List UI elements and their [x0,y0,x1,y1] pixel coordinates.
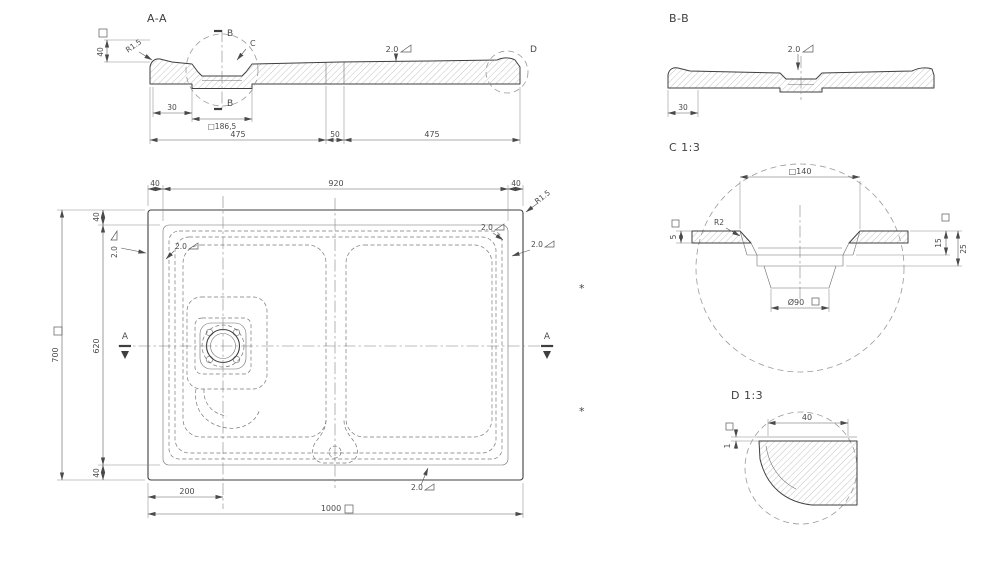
dim-drain-diameter: Ø90 [788,297,804,307]
detail-c-boundary-circle [695,163,905,373]
section-bb-title: B-B [669,12,689,25]
dim-left-span: 475 [230,130,245,139]
sump-lower-contour [203,388,228,417]
slope-annotation: 2.0 [481,223,493,232]
dim-right-span: 475 [424,130,439,139]
dim-corner-radius: R2 [714,218,724,227]
dim-recess-depth: 15 [934,238,943,248]
section-b-cut-line: B B [214,29,233,111]
detail-c-view: C 1:3 □140 R2 [669,141,968,373]
detail-d-dimensions: 40 1 [723,413,849,449]
slope-annotation: 2.0 [110,246,119,258]
dim-overall-width: 1000 [321,504,341,513]
detail-c-leader [236,48,247,61]
dim-shell-thickness: 1 [723,443,732,448]
slope-symbol-icon [187,242,199,250]
plan-view: A A 40 920 40 R1.5 [51,179,585,518]
dim-recess-width: □140 [789,167,812,176]
section-aa-title: A-A [147,12,167,25]
dim-top-rim-right: 40 [511,179,521,188]
tray-inner-rim-edge [162,224,509,466]
left-drainage-field [182,244,327,438]
sump-contour [186,296,268,390]
corner-radius-line [765,445,797,490]
slope-annotation: 2.0 [386,45,399,54]
section-bb-dimensions: 2.0 30 [667,44,814,117]
sump-lower-contour [195,388,261,429]
slope-symbol-icon [110,229,118,241]
center-funnel-contour [312,419,358,464]
section-aa-view: A-A B B C D 40 R1.5 2.0 [96,12,537,144]
boxed-dimension-symbol [98,28,108,38]
plan-slope-annotations: 2.0 2.0 2.0 2.0 2.0 [110,223,555,492]
dim-top-rim-left: 40 [150,179,160,188]
dim-left-inner: 620 [92,338,101,353]
section-a-label-left: A [122,332,129,342]
boxed-dimension-symbol [53,326,63,336]
right-shell-section [848,230,909,244]
boxed-dimension-symbol [811,297,820,306]
slope-symbol-icon [423,483,435,491]
dim-edge-width: 40 [802,413,812,422]
detail-circle-d [485,50,529,94]
right-drainage-field [345,244,493,438]
section-b-label-top: B [227,29,233,39]
slope-symbol-icon [801,44,814,53]
detail-d-title: D 1:3 [731,389,763,402]
section-aa-profile [149,57,521,89]
dim-edge-offset: 30 [167,103,177,112]
section-bb-view: B-B 2.0 30 [667,12,935,117]
detail-d-view: D 1:3 40 1 [723,389,858,525]
detail-c-ref-label: C [250,39,256,48]
section-arrow-icon [121,351,129,359]
dim-left-rim-top: 40 [92,212,101,222]
rim-corner-section [758,440,858,506]
section-a-label-right: A [544,332,551,342]
detail-circle-b [185,33,259,107]
slope-annotation: 2.0 [411,483,423,492]
slope-symbol-icon [399,44,412,53]
footnote-star-lower: * [579,405,585,418]
slope-symbol-icon [493,223,505,231]
dim-total-depth: 25 [959,244,968,254]
drain-assembly [186,296,268,429]
slope-annotation: 2.0 [175,242,187,251]
dim-rim-height: 40 [96,47,105,57]
left-shell-section [691,230,752,244]
drain-recess-outline [739,230,861,289]
boxed-dimension-symbol [725,422,734,431]
slope-contour [168,230,503,460]
tray-outer-edge [147,209,524,481]
boxed-dimension-symbol [941,213,950,222]
detail-c-title: C 1:3 [669,141,700,154]
boxed-dimension-symbol [344,504,354,514]
dim-edge-offset: 30 [678,103,688,112]
detail-c-dimensions: □140 R2 15 25 5 Ø90 [669,167,968,312]
section-a-markers: A A [119,332,553,359]
footnote-star-upper: * [579,282,585,295]
slope-annotation: 2.0 [788,45,801,54]
boxed-dimension-symbol [671,219,680,228]
detail-d-ref-label: D [530,45,537,55]
dim-drain-offset: 200 [179,487,194,496]
dim-shell-thickness: 5 [669,234,678,239]
section-arrow-icon [543,351,551,359]
dim-corner-radius: R1.5 [533,188,552,206]
dim-left-rim-bottom: 40 [92,468,101,478]
plan-dimensions: 40 920 40 R1.5 40 620 40 700 200 [51,179,552,518]
slope-symbol-icon [543,240,555,248]
slope-annotation: 2.0 [531,240,543,249]
dim-overall-height: 700 [51,347,60,362]
section-b-label-bottom: B [227,99,233,109]
dim-center-span: 50 [330,130,340,139]
dim-drain-box: □186,5 [208,122,237,131]
section-aa-dimensions: 40 R1.5 2.0 30 □186,5 475 [96,28,521,144]
slope-contour [174,236,497,454]
dim-top-inner: 920 [328,179,343,188]
